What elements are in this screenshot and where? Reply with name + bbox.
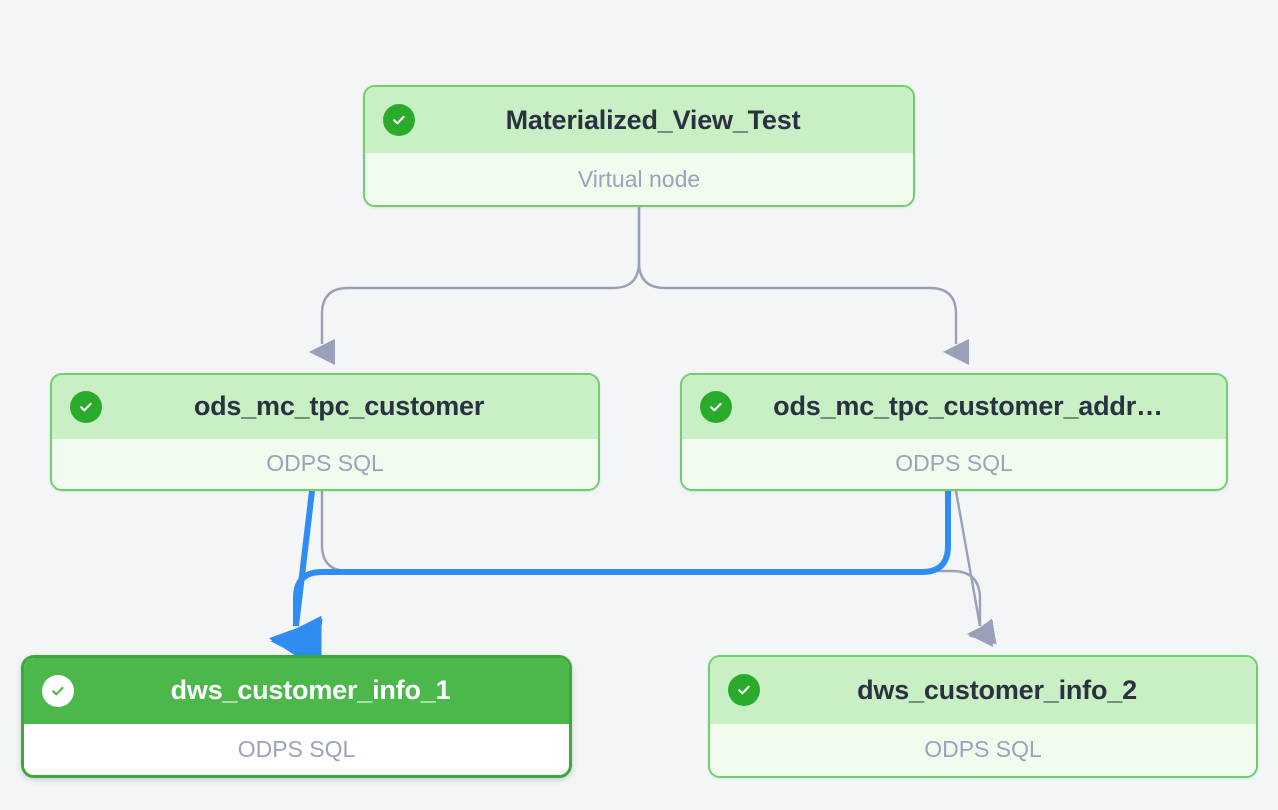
check-circle-icon — [700, 390, 732, 423]
check-circle-icon — [42, 674, 74, 707]
graph-edge-edge-customer-addr-to-info-1[interactable] — [270, 491, 951, 667]
node-header: ods_mc_tpc_customer_addr… — [682, 375, 1226, 439]
check-circle-icon — [70, 390, 102, 423]
node-subtitle: ODPS SQL — [266, 450, 384, 477]
node-subtitle: ODPS SQL — [924, 736, 1042, 763]
node-title: ods_mc_tpc_customer_addr… — [773, 391, 1163, 422]
check-circle-icon — [383, 104, 415, 137]
node-body: ODPS SQL — [24, 723, 569, 775]
node-title: dws_customer_info_2 — [857, 674, 1137, 705]
graph-node-ods-mc-tpc-customer-addr[interactable]: ods_mc_tpc_customer_addr… ODPS SQL — [680, 373, 1228, 491]
node-header: ods_mc_tpc_customer — [52, 375, 598, 439]
graph-edge-edge-customer-addr-to-info-2[interactable] — [954, 490, 997, 645]
edges-highlighted — [268, 490, 951, 670]
node-body: Virtual node — [365, 153, 913, 205]
node-body: ODPS SQL — [52, 438, 598, 489]
graph-edge-edge-mv-to-customer-addr[interactable] — [637, 207, 970, 366]
node-body: ODPS SQL — [710, 723, 1256, 776]
check-circle-icon — [728, 674, 760, 707]
node-title: ods_mc_tpc_customer — [193, 391, 485, 422]
graph-edge-edge-customer-to-info-2[interactable] — [320, 491, 994, 648]
node-header: Materialized_View_Test — [365, 87, 913, 154]
graph-edge-edge-customer-to-info-1[interactable] — [268, 490, 323, 670]
node-header: dws_customer_info_2 — [710, 657, 1256, 724]
node-title: Materialized_View_Test — [505, 104, 801, 135]
node-body: ODPS SQL — [682, 438, 1226, 489]
node-header: dws_customer_info_1 — [24, 658, 569, 724]
node-subtitle: ODPS SQL — [237, 735, 356, 762]
node-subtitle: Virtual node — [577, 165, 701, 192]
graph-edge-edge-mv-to-customer[interactable] — [308, 207, 641, 366]
node-title: dws_customer_info_1 — [170, 675, 451, 706]
node-subtitle: ODPS SQL — [895, 450, 1013, 477]
